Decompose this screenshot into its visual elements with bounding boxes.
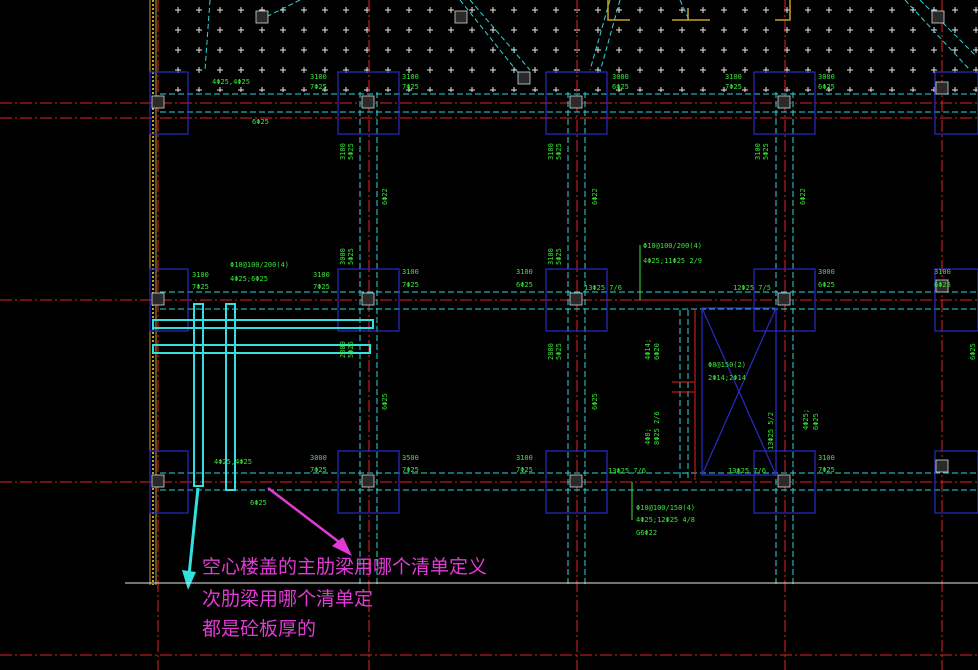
horizontal-beams: [160, 93, 978, 491]
rebar-label: 3100: [547, 248, 555, 265]
rebar-label: 3000: [339, 248, 347, 265]
annotation-arrows: [182, 487, 352, 590]
top-diagonal-beams: [204, 0, 976, 76]
rebar-label: 7Φ25: [402, 466, 419, 474]
rebar-label: 3100: [313, 271, 330, 279]
rebar-label: 3000: [310, 454, 327, 462]
column-capitals: [149, 71, 978, 514]
rebar-label: 7Φ25: [516, 466, 533, 474]
rebar-label: 6Φ25: [591, 393, 599, 410]
rebar-label: 2800: [339, 341, 347, 358]
rebar-label: 7Φ25: [402, 281, 419, 289]
rebar-label: 3100: [934, 268, 951, 276]
rebar-label: 3100: [516, 268, 533, 276]
rebar-label: 4Φ25,4Φ25: [212, 78, 250, 86]
rebar-label: 5Φ25: [347, 248, 355, 265]
rebar-label: 5Φ25: [347, 143, 355, 160]
rebar-label: 3100: [402, 73, 419, 81]
rebar-label: 13Φ25 5/2: [767, 412, 775, 450]
annotation-question-line1: 空心楼盖的主肋梁用哪个清单定义: [202, 556, 488, 578]
rebar-label: Φ10@100/200(4): [643, 242, 702, 250]
rebar-label: 3100: [192, 271, 209, 279]
rebar-label: 3100: [516, 454, 533, 462]
rebar-label: 2Φ14;2Φ14: [708, 374, 746, 382]
rebar-label: 3000: [818, 268, 835, 276]
rebar-label: Φ10@100/200(4): [230, 261, 289, 269]
rebar-label: 3100: [818, 454, 835, 462]
rebar-label: 8Φ25 2/6: [653, 411, 661, 445]
rebar-label: 13Φ25 7/6: [584, 284, 622, 292]
annotation-question-line2: 次肋梁用哪个清单定: [202, 588, 374, 610]
rebar-label: 13Φ25 7/6: [608, 467, 646, 475]
rebar-label: 4Φ25;12Φ25 4/8: [636, 516, 695, 524]
rebar-label: 7Φ25: [310, 83, 327, 91]
rebar-label: 5Φ25: [762, 143, 770, 160]
rebar-label: 6Φ22: [591, 188, 599, 205]
rebar-label: G6Φ22: [636, 529, 657, 537]
rebar-label: 7Φ25: [192, 283, 209, 291]
rebar-label: 6Φ25: [812, 413, 820, 430]
floor-opening: [701, 307, 777, 476]
rebar-label: Φ8@150(2): [708, 361, 746, 369]
rebar-label: 4Φ25;: [802, 409, 810, 430]
rebar-label: 2800: [547, 343, 555, 360]
opening-trim: [634, 299, 700, 480]
rebar-label: 3100: [547, 143, 555, 160]
rebar-label: 6Φ25: [969, 343, 977, 360]
rebar-label: 3000: [612, 73, 629, 81]
rebar-label: Φ10@100/150(4): [636, 504, 695, 512]
rebar-label: 6Φ25: [934, 281, 951, 289]
rebar-label: 5Φ25: [555, 343, 563, 360]
rebar-label: 6Φ25: [381, 393, 389, 410]
rebar-label: 6Φ22: [381, 188, 389, 205]
rebar-label: 4Φ25;11Φ25 2/9: [643, 257, 702, 265]
rebar-label: 7Φ25: [310, 466, 327, 474]
rebar-label: 3100: [339, 143, 347, 160]
rebar-label: 3000: [818, 73, 835, 81]
rebar-label: 13Φ25 7/6: [728, 467, 766, 475]
rebar-label: 3100: [754, 143, 762, 160]
rebar-label: 7Φ25: [725, 83, 742, 91]
rebar-label: 6Φ20: [653, 343, 661, 360]
rebar-label: 3500: [402, 454, 419, 462]
rebar-label: 6Φ25: [252, 118, 269, 126]
rebar-label: 6Φ25: [250, 499, 267, 507]
rebar-label: 5Φ25: [347, 341, 355, 358]
rebar-label: 7Φ25: [818, 466, 835, 474]
rebar-label: 5Φ25: [555, 248, 563, 265]
annotation-question-line3: 都是砼板厚的: [202, 618, 317, 640]
rebar-label: 4Φ14;: [644, 339, 652, 360]
rebar-label: 6Φ25: [516, 281, 533, 289]
rebar-label: 6Φ25: [612, 83, 629, 91]
rebar-label: 12Φ25 7/5: [733, 284, 771, 292]
left-wall: [149, 0, 157, 585]
rebar-label: 5Φ25: [555, 143, 563, 160]
rebar-label: 6Φ25: [818, 281, 835, 289]
rebar-label: 6Φ25: [818, 83, 835, 91]
rebar-label: 3100: [402, 268, 419, 276]
slab-hatch-area: [160, 0, 978, 92]
rebar-label: 4Φ8;: [644, 428, 652, 445]
column-cores: [151, 10, 949, 488]
reinforcement-labels: 4Φ25,4Φ25 6Φ25 3100 7Φ25 3100 7Φ25 3000 …: [192, 73, 977, 537]
rebar-label: 4Φ25;6Φ25: [230, 275, 268, 283]
rebar-label: 6Φ22: [799, 188, 807, 205]
rebar-label: 3100: [310, 73, 327, 81]
top-yellow-elements: [607, 0, 791, 21]
rebar-label: 7Φ25: [402, 83, 419, 91]
rebar-label: 7Φ25: [313, 283, 330, 291]
rebar-label: 3100: [725, 73, 742, 81]
highlighted-rib-beams[interactable]: [152, 303, 374, 491]
rebar-label: 4Φ25,4Φ25: [214, 458, 252, 466]
